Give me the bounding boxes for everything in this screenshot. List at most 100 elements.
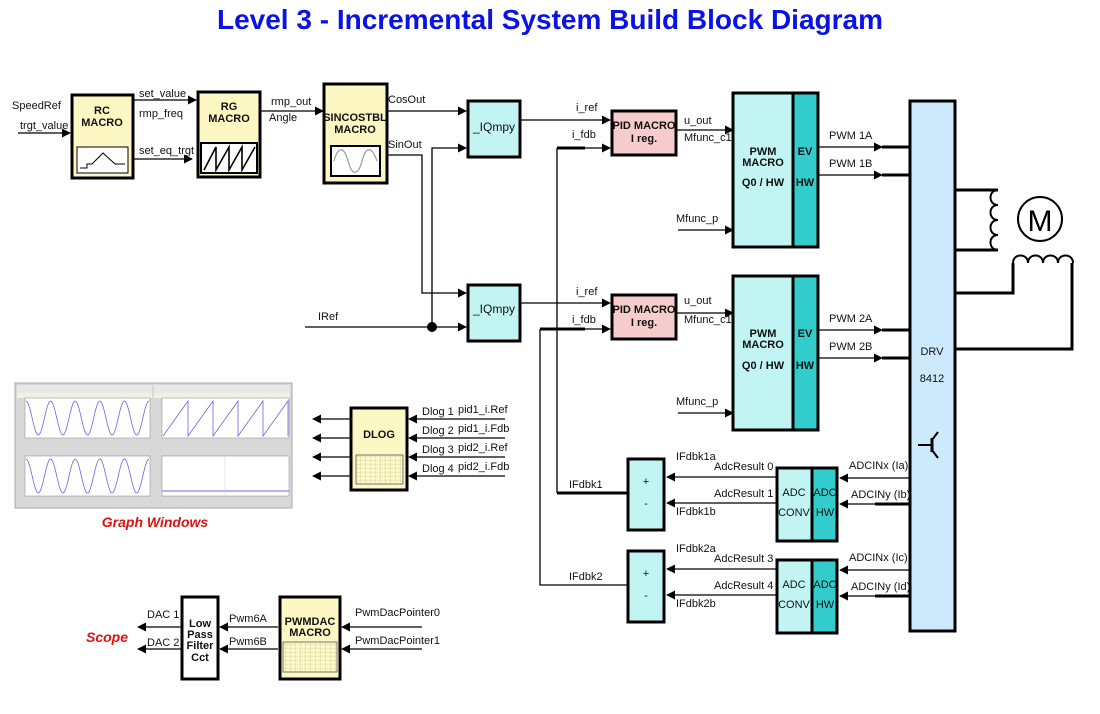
svg-text:EV: EV bbox=[798, 146, 813, 158]
svg-text:HW: HW bbox=[816, 599, 835, 611]
svg-text:PWM: PWM bbox=[750, 146, 777, 158]
stator-coil-b-icon bbox=[1012, 254, 1074, 264]
svg-text:ADC: ADC bbox=[782, 579, 805, 591]
i-fdb-label-1: i_fdb bbox=[572, 129, 596, 141]
svg-text:MACRO: MACRO bbox=[742, 339, 784, 351]
graph-windows-thumbnail[interactable] bbox=[14, 382, 293, 509]
i-fdb-label-2: i_fdb bbox=[572, 314, 596, 326]
sum-block-2[interactable]: + - bbox=[626, 549, 666, 624]
rg-macro-block[interactable]: RG MACRO bbox=[196, 90, 262, 179]
low-pass-filter-block[interactable]: Low Pass Filter Cct bbox=[180, 595, 220, 681]
sawtooth-icon bbox=[203, 143, 256, 174]
dlog2-var: pid1_i.Fdb bbox=[458, 423, 509, 435]
svg-text:+: + bbox=[643, 568, 649, 580]
mfunc-c1-label-1: Mfunc_c1 bbox=[684, 132, 732, 144]
pwm-macro-block-1[interactable]: PWM MACRO Q0 / HW EV HW bbox=[731, 91, 820, 249]
graph-panel-3 bbox=[24, 455, 151, 497]
adciny-id-label: ADCINy (Id) bbox=[851, 581, 910, 593]
svg-text:-: - bbox=[644, 498, 648, 510]
i-ref-label-1: i_ref bbox=[576, 102, 598, 114]
mfunc-c1-label-2: Mfunc_c1 bbox=[684, 314, 732, 326]
pid-macro-block-2[interactable]: PID MACRO I reg. bbox=[610, 293, 678, 341]
pwmdac-pointer0-label: PwmDacPointer0 bbox=[355, 607, 440, 619]
pwm-macro-block-2[interactable]: PWM MACRO Q0 / HW EV HW bbox=[731, 274, 820, 432]
svg-text:I reg.: I reg. bbox=[631, 133, 657, 145]
adc-block-2[interactable]: ADC CONV ADC HW bbox=[775, 558, 839, 635]
drv8412-block[interactable]: DRV 8412 bbox=[908, 99, 957, 633]
adc-block-1[interactable]: ADC CONV ADC HW bbox=[775, 466, 839, 543]
dlog4-channel: Dlog 4 bbox=[422, 463, 454, 475]
svg-text:Q0 / HW: Q0 / HW bbox=[742, 177, 785, 189]
cosout-label: CosOut bbox=[388, 94, 425, 106]
pwmdac-macro-block[interactable]: PWMDAC MACRO bbox=[278, 595, 342, 681]
svg-text:CONV: CONV bbox=[778, 599, 810, 611]
svg-text:PID MACRO: PID MACRO bbox=[613, 304, 676, 316]
svg-text:Cct: Cct bbox=[191, 652, 209, 664]
ifdbk2a-label: IFdbk2a bbox=[676, 543, 717, 555]
grid-icon bbox=[282, 641, 338, 673]
svg-text:ADC: ADC bbox=[813, 487, 836, 499]
svg-text:HW: HW bbox=[816, 507, 835, 519]
svg-text:CONV: CONV bbox=[778, 507, 810, 519]
svg-text:MACRO: MACRO bbox=[334, 124, 376, 136]
pwm2b-label: PWM 2B bbox=[829, 341, 872, 353]
ifdbk2b-label: IFdbk2b bbox=[676, 598, 716, 610]
svg-text:PWM: PWM bbox=[750, 328, 777, 340]
adc-result0-label: AdcResult 0 bbox=[714, 461, 773, 473]
dlog3-channel: Dlog 3 bbox=[422, 444, 454, 456]
dlog-wires bbox=[312, 414, 505, 481]
svg-text:HW: HW bbox=[796, 177, 815, 189]
svg-text:DRV: DRV bbox=[920, 346, 944, 358]
svg-text:-: - bbox=[644, 590, 648, 602]
dac1-label: DAC 1 bbox=[147, 609, 179, 621]
graph-windows-caption: Graph Windows bbox=[102, 514, 209, 530]
sine-icon bbox=[333, 149, 378, 173]
mfunc-p-label-2: Mfunc_p bbox=[676, 396, 718, 408]
motor-icon bbox=[1017, 196, 1063, 242]
dlog4-var: pid2_i.Fdb bbox=[458, 461, 509, 473]
diagram-title: Level 3 - Incremental System Build Block… bbox=[216, 4, 883, 35]
svg-text:Q0 / HW: Q0 / HW bbox=[742, 360, 785, 372]
u-out-label-1: u_out bbox=[684, 115, 712, 127]
junction-dot bbox=[427, 322, 437, 332]
svg-text:EV: EV bbox=[798, 328, 813, 340]
graph-panel-1 bbox=[17, 385, 152, 439]
dlog3-var: pid2_i.Ref bbox=[458, 442, 508, 454]
mfunc-p-label-1: Mfunc_p bbox=[676, 213, 718, 225]
dlog1-var: pid1_i.Ref bbox=[458, 404, 508, 416]
ifdbk1a-label: IFdbk1a bbox=[676, 451, 717, 463]
sincostbl-macro-block[interactable]: SINCOSTBL MACRO bbox=[322, 82, 389, 185]
motor-symbol: M bbox=[955, 188, 1074, 351]
pid-macro-block-1[interactable]: PID MACRO I reg. bbox=[610, 109, 678, 157]
dlog-block[interactable]: DLOG bbox=[349, 406, 409, 492]
sinout-label: SinOut bbox=[388, 139, 422, 151]
pwm1b-label: PWM 1B bbox=[829, 158, 872, 170]
svg-text:_IQmpy: _IQmpy bbox=[472, 120, 515, 134]
sum-block-1[interactable]: + - bbox=[626, 457, 666, 532]
adc-result-wires bbox=[666, 472, 777, 600]
svg-text:MACRO: MACRO bbox=[289, 627, 331, 639]
adciny-ib-label: ADCINy (Ib) bbox=[851, 489, 910, 501]
pwm2a-label: PWM 2A bbox=[829, 313, 873, 325]
iqmpy-block-1[interactable]: _IQmpy bbox=[466, 99, 522, 159]
svg-text:Pass: Pass bbox=[187, 629, 213, 641]
dlog1-channel: Dlog 1 bbox=[422, 406, 454, 418]
adcinx-ic-label: ADCINx (Ic) bbox=[849, 552, 908, 564]
iqmpy-block-2[interactable]: _IQmpy bbox=[466, 283, 522, 343]
rmp-freq-label: rmp_freq bbox=[139, 108, 183, 120]
scope-caption: Scope bbox=[86, 629, 128, 645]
adc-result4-label: AdcResult 4 bbox=[714, 580, 773, 592]
i-ref-label-2: i_ref bbox=[576, 286, 598, 298]
svg-text:Low: Low bbox=[189, 618, 211, 630]
svg-text:DLOG: DLOG bbox=[363, 429, 395, 441]
iref-label: IRef bbox=[318, 311, 339, 323]
svg-text:8412: 8412 bbox=[920, 373, 944, 385]
svg-text:SINCOSTBL: SINCOSTBL bbox=[323, 112, 387, 124]
dac2-label: DAC 2 bbox=[147, 637, 179, 649]
transistor-icon bbox=[918, 431, 939, 459]
rc-macro-block[interactable]: RC MACRO bbox=[70, 93, 135, 180]
graph-panel-4 bbox=[161, 455, 290, 497]
pwm6b-label: Pwm6B bbox=[229, 636, 267, 648]
pwm1a-label: PWM 1A bbox=[829, 130, 873, 142]
